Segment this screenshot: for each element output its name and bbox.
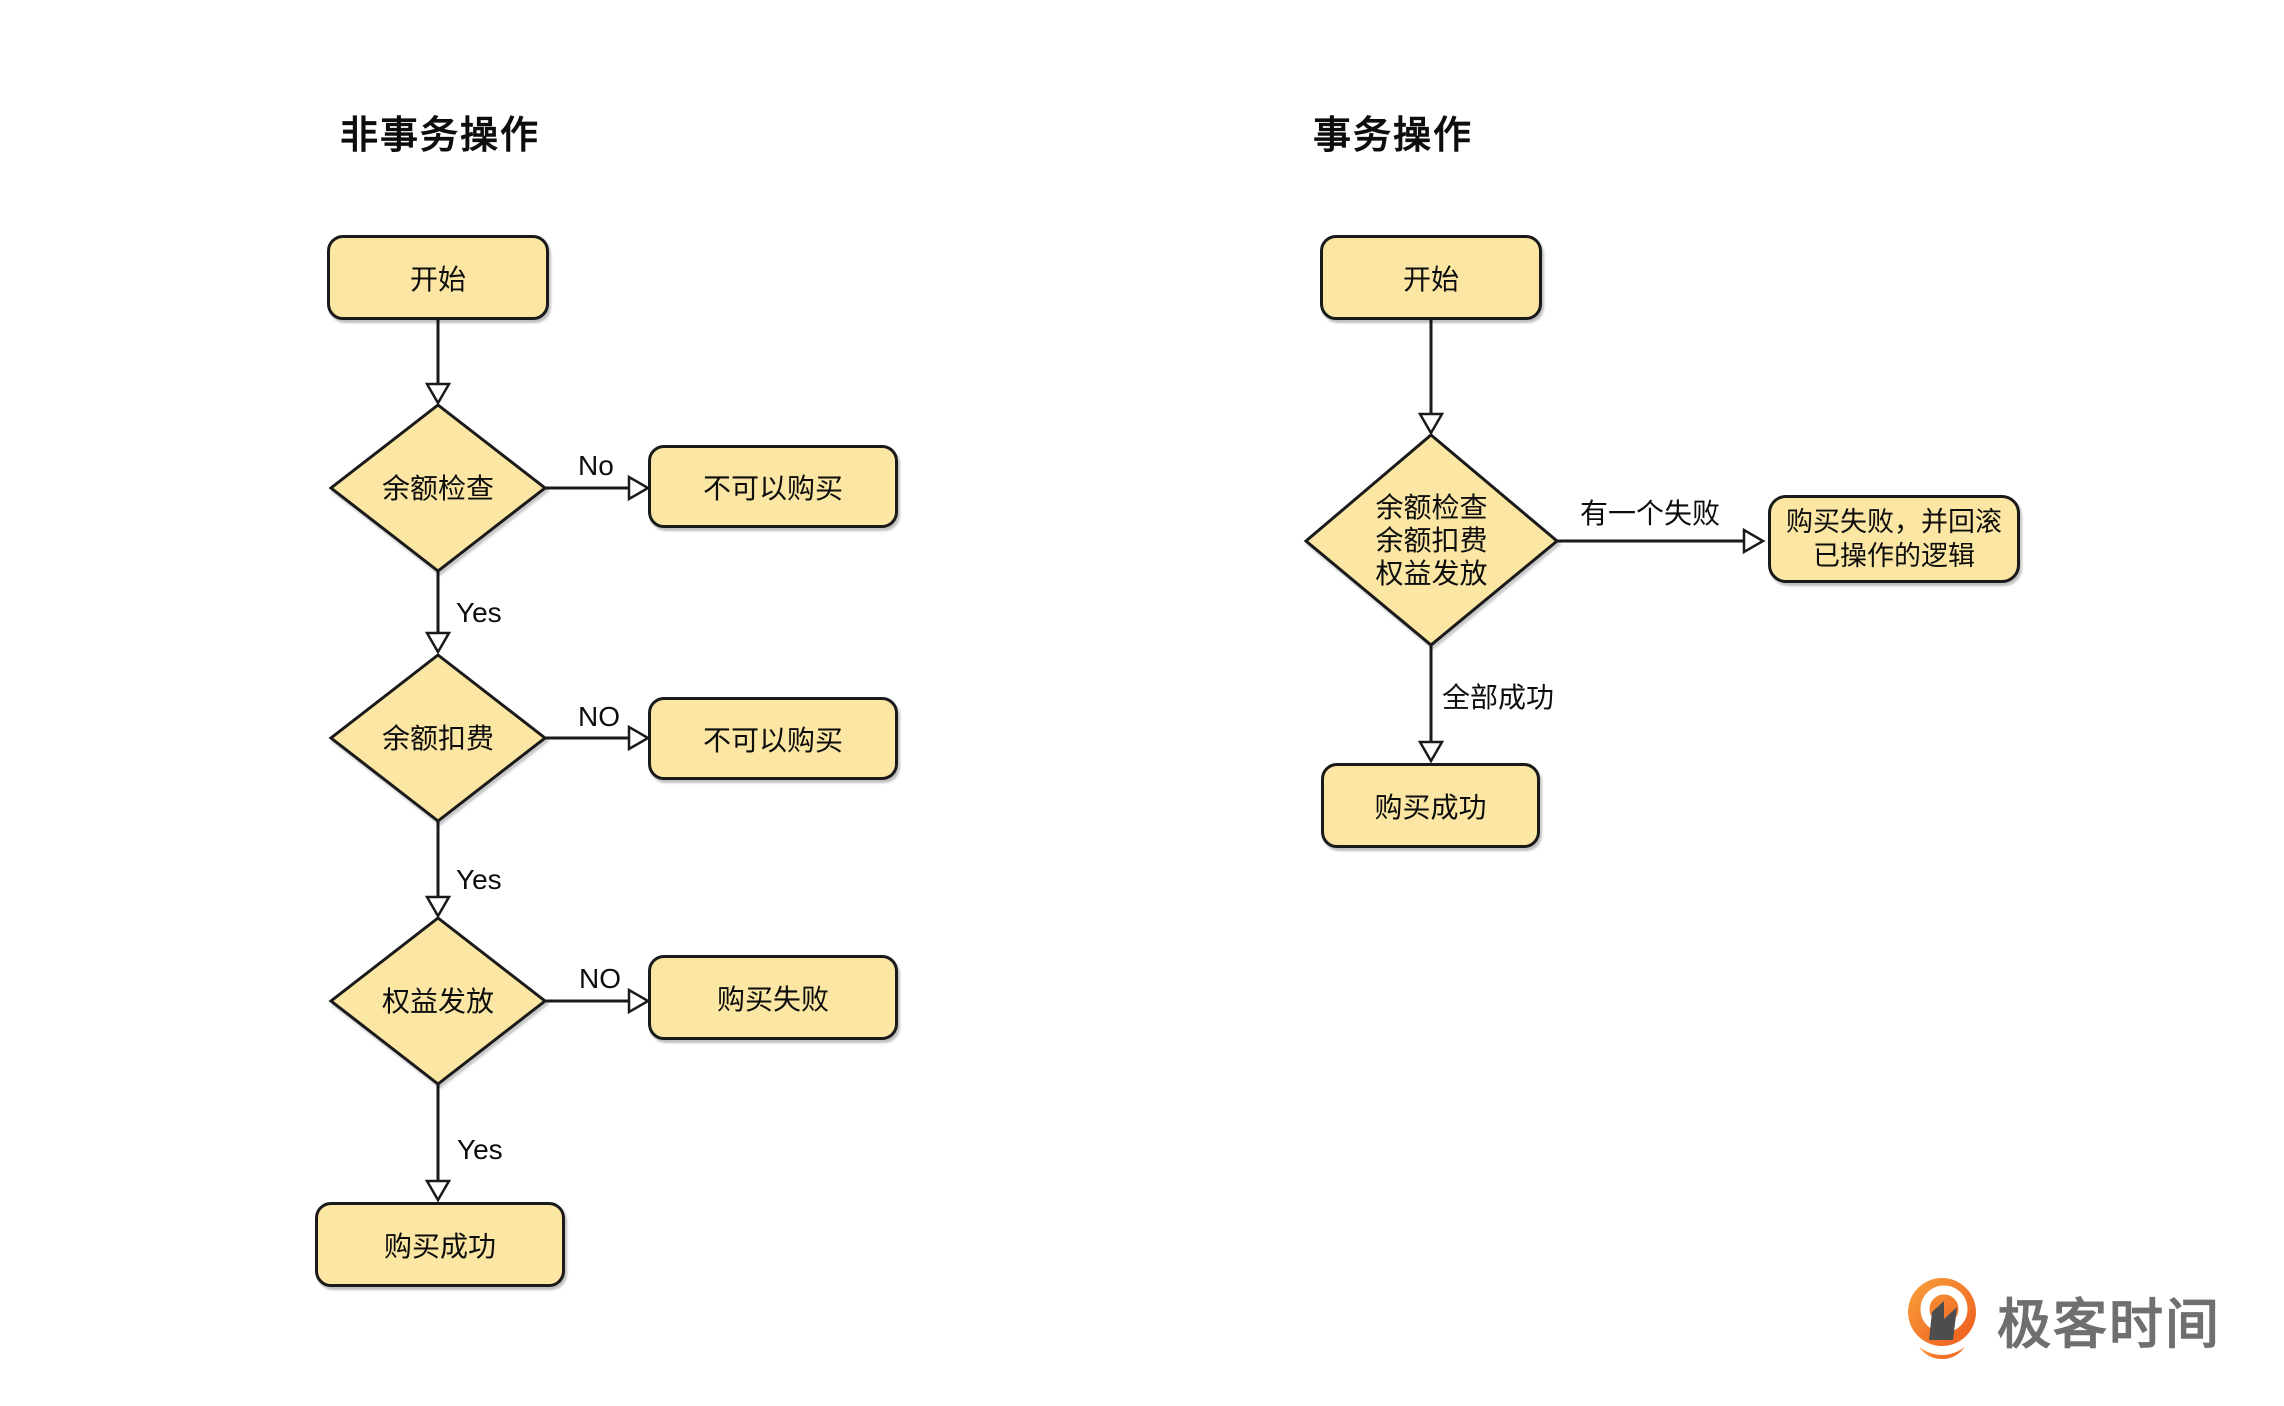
logo-brand-text: 极客时间 xyxy=(1997,1294,2221,1355)
left-no-target1-label: 不可以购买 xyxy=(702,472,843,504)
left-decision1-no-label: No xyxy=(578,450,614,481)
right-fail-line1: 购买失败，并回滚 xyxy=(1786,507,2002,537)
right-success-edge-label: 全部成功 xyxy=(1442,682,1555,713)
left-decision3-yes-label: Yes xyxy=(457,1134,503,1165)
arrowhead-left-box1 xyxy=(627,474,651,502)
arrowhead-right-failbox xyxy=(1742,527,1766,555)
geektime-pin-icon xyxy=(1908,1278,1976,1359)
right-fail-edge-label: 有一个失败 xyxy=(1580,498,1721,529)
right-fail-node: 购买失败，并回滚 已操作的逻辑 xyxy=(1768,495,2020,583)
decision-transaction-steps xyxy=(1303,433,1560,647)
left-no-target1-node: 不可以购买 xyxy=(648,445,898,528)
left-start-label: 开始 xyxy=(409,263,466,295)
arrowhead-right-end xyxy=(1417,740,1445,764)
arrowhead-left-box3 xyxy=(627,987,651,1015)
geektime-logo: 极客时间 xyxy=(1903,1278,2221,1360)
left-decision1-yes-label: Yes xyxy=(456,597,502,628)
arrowhead-left-d1 xyxy=(424,382,452,406)
left-decision2-yes-label: Yes xyxy=(456,864,502,895)
right-start-label: 开始 xyxy=(1402,263,1459,295)
arrowhead-left-d2 xyxy=(424,631,452,655)
left-no-target3-node: 购买失败 xyxy=(648,955,898,1040)
arrowhead-left-d3 xyxy=(424,895,452,919)
left-decision3-no-label: NO xyxy=(579,963,621,994)
left-end-label: 购买成功 xyxy=(383,1230,496,1262)
logo-pin-tail xyxy=(1919,1347,1965,1359)
right-end-label: 购买成功 xyxy=(1374,791,1487,823)
arrowhead-right-decision xyxy=(1417,412,1445,436)
left-flow-title: 非事务操作 xyxy=(340,115,541,157)
right-start-node: 开始 xyxy=(1320,235,1542,320)
left-no-target2-label: 不可以购买 xyxy=(702,724,843,756)
left-no-target3-label: 购买失败 xyxy=(716,983,829,1015)
left-end-node: 购买成功 xyxy=(315,1202,565,1287)
left-decision2-no-label: NO xyxy=(578,701,620,732)
decision-balance-deduct xyxy=(328,653,548,823)
logo-needle xyxy=(1929,1301,1957,1340)
right-end-node: 购买成功 xyxy=(1321,763,1540,848)
decision-benefit-grant xyxy=(328,916,548,1086)
arrowhead-left-end xyxy=(424,1179,452,1203)
right-flow-title: 事务操作 xyxy=(1313,115,1474,157)
decision-balance-check xyxy=(328,403,548,573)
left-start-node: 开始 xyxy=(327,235,549,320)
arrowhead-left-box2 xyxy=(627,724,651,752)
right-fail-line2: 已操作的逻辑 xyxy=(1813,541,1975,571)
left-no-target2-node: 不可以购买 xyxy=(648,697,898,780)
